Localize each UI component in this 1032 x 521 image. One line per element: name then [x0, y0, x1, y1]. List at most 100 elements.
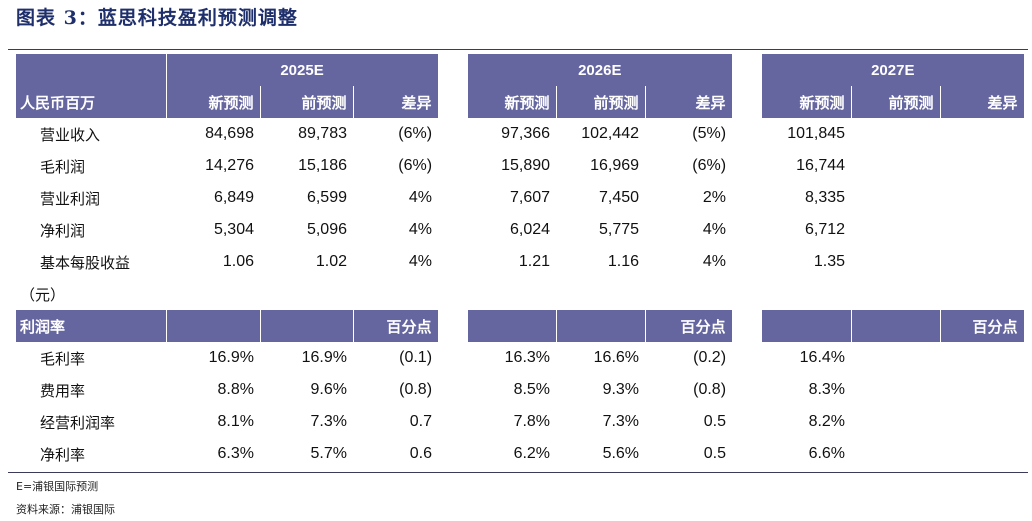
- value-cell: [940, 182, 1024, 214]
- value-cell: 7,607: [509, 189, 551, 206]
- value-cell: (6%): [398, 125, 433, 142]
- row-label: 营业利润: [40, 189, 101, 208]
- value-cell: 0.5: [703, 445, 727, 462]
- year-2025: 2025E: [166, 54, 439, 86]
- value-cell: (0.2): [693, 349, 727, 366]
- value-cell: [940, 246, 1024, 278]
- value-cell: 8.1%: [217, 413, 254, 430]
- value-cell: 5.7%: [310, 445, 347, 462]
- value-cell: 89,783: [298, 125, 347, 142]
- value-cell: 84,698: [205, 125, 254, 142]
- value-cell: 16.6%: [593, 349, 640, 366]
- value-cell: 1.06: [222, 253, 254, 270]
- value-cell: 16.9%: [301, 349, 347, 366]
- value-cell: 0.5: [703, 413, 727, 430]
- col-new-forecast: 新预测: [468, 86, 557, 118]
- value-cell: 6,024: [509, 221, 551, 238]
- value-cell: [851, 246, 940, 278]
- year-2026: 2026E: [468, 54, 733, 86]
- value-cell: 5.6%: [602, 445, 640, 462]
- value-cell: 16.3%: [504, 349, 551, 366]
- value-cell: 8,335: [804, 189, 846, 206]
- col-difference: 差异: [353, 86, 439, 118]
- row-label: 基本每股收益: [40, 253, 131, 272]
- value-cell: (0.1): [399, 349, 433, 366]
- col-difference: 差异: [645, 86, 733, 118]
- value-cell: 4%: [702, 221, 727, 238]
- value-cell: [851, 150, 940, 182]
- eps-unit-row: （元）: [16, 278, 1024, 310]
- value-cell: 4%: [702, 253, 727, 270]
- value-cell: 0.7: [409, 413, 433, 430]
- value-cell: [940, 438, 1024, 470]
- page-title: 图表 3：蓝思科技盈利预测调整: [16, 7, 298, 29]
- value-cell: 1.21: [518, 253, 551, 270]
- value-cell: 15,890: [501, 157, 551, 174]
- value-cell: 9.6%: [310, 381, 347, 398]
- margin-header-row: 利润率百分点百分点百分点: [16, 310, 1025, 342]
- value-cell: 101,845: [787, 125, 846, 142]
- value-cell: 4%: [408, 253, 433, 270]
- value-cell: [940, 342, 1024, 374]
- value-cell: [851, 214, 940, 246]
- col-prev-forecast: 前预测: [556, 86, 646, 118]
- value-cell: 4%: [408, 221, 433, 238]
- table-row: 营业利润 6,849 6,599 4% 7,607 7,450 2% 8,335: [16, 182, 1024, 214]
- value-cell: 8.5%: [513, 381, 551, 398]
- row-label: 毛利率: [40, 349, 86, 368]
- col-new-forecast: 新预测: [166, 86, 261, 118]
- value-cell: 8.8%: [217, 381, 254, 398]
- value-cell: [940, 406, 1024, 438]
- margin-unit: 百分点: [645, 310, 733, 342]
- value-cell: 7.3%: [602, 413, 640, 430]
- eps-unit-label: （元）: [20, 285, 66, 304]
- value-cell: 8.2%: [808, 413, 846, 430]
- value-cell: (0.8): [693, 381, 727, 398]
- value-cell: 0.6: [409, 445, 433, 462]
- value-cell: 6.6%: [808, 445, 846, 462]
- value-cell: [851, 118, 940, 150]
- margin-header-label: 利润率: [16, 310, 167, 342]
- value-cell: (0.8): [399, 381, 433, 398]
- value-cell: [851, 374, 940, 406]
- value-cell: 7.8%: [513, 413, 551, 430]
- source-note: 资料来源：浦银国际: [16, 503, 115, 516]
- value-cell: [851, 182, 940, 214]
- value-cell: 16,969: [590, 157, 640, 174]
- value-cell: 14,276: [205, 157, 254, 174]
- value-cell: 2%: [702, 189, 727, 206]
- column-header-row: 人民币百万 新预测 前预测 差异 新预测 前预测 差异 新预测 前预测 差异: [16, 86, 1025, 118]
- value-cell: 6,712: [804, 221, 846, 238]
- top-divider: [8, 49, 1028, 50]
- value-cell: 15,186: [298, 157, 347, 174]
- value-cell: 4%: [408, 189, 433, 206]
- margin-unit: 百分点: [940, 310, 1025, 342]
- row-label: 经营利润率: [40, 413, 116, 432]
- value-cell: 1.16: [607, 253, 640, 270]
- row-label: 费用率: [40, 381, 86, 400]
- row-label: 净利率: [40, 445, 86, 464]
- col-prev-forecast: 前预测: [260, 86, 354, 118]
- col-difference: 差异: [940, 86, 1025, 118]
- value-cell: 1.02: [315, 253, 347, 270]
- row-label: 营业收入: [40, 125, 101, 144]
- value-cell: 5,775: [598, 221, 640, 238]
- forecast-table: 2025E 2026E 2027E 人民币百万 新预测 前预测 差异 新预测 前…: [16, 54, 1025, 470]
- unit-label: 人民币百万: [16, 86, 167, 118]
- value-cell: 7,450: [598, 189, 640, 206]
- value-cell: (6%): [692, 157, 727, 174]
- value-cell: 102,442: [581, 125, 640, 142]
- value-cell: 16.4%: [799, 349, 846, 366]
- value-cell: 97,366: [501, 125, 551, 142]
- value-cell: 6,849: [213, 189, 254, 206]
- value-cell: 6,599: [306, 189, 347, 206]
- row-label: 毛利润: [40, 157, 86, 176]
- col-prev-forecast: 前预测: [851, 86, 941, 118]
- value-cell: (6%): [398, 157, 433, 174]
